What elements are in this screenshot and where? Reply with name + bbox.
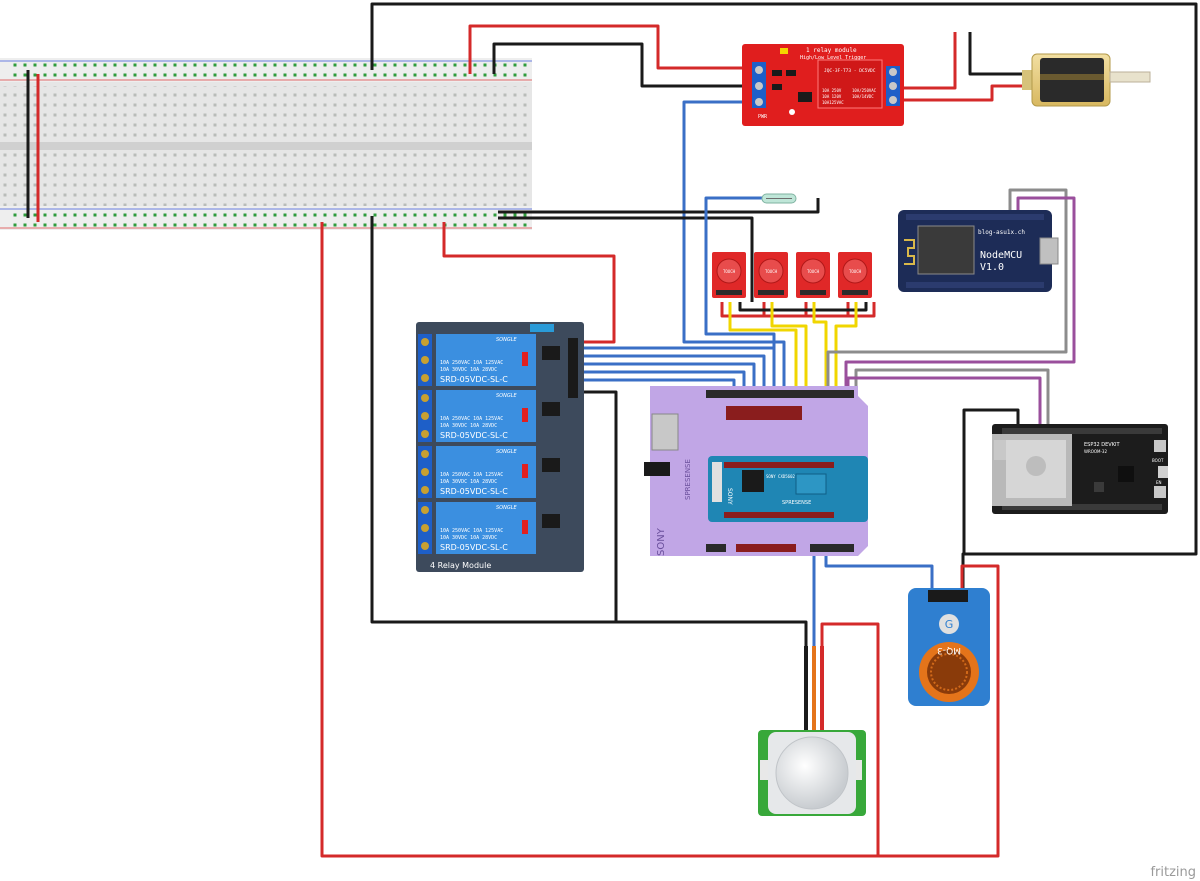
wire-relay4-in2 bbox=[576, 354, 766, 396]
wire-relay1-out-red bbox=[900, 32, 957, 90]
wire-relay1-in-blue bbox=[682, 100, 786, 396]
nodemcu-board: blog-asu1x.ch NodeMCU V1.0 bbox=[898, 210, 1059, 292]
touch-sensor-1: TOUCH bbox=[712, 252, 746, 298]
wire-bb-black-down bbox=[370, 216, 808, 646]
mq3-label: MQ-3 bbox=[937, 645, 961, 655]
relay-module-single: 1 relay module High/Low Level Trigger JQ… bbox=[742, 44, 904, 126]
wires bbox=[26, 2, 1198, 858]
wire-mq3-blue bbox=[824, 548, 934, 592]
esp32-devkit: ESP32 DEVKIT WROOM-32 BOOT EN bbox=[992, 424, 1168, 514]
wire-relay1-black bbox=[492, 42, 755, 88]
touch-label-2: TOUCH bbox=[765, 269, 778, 274]
relay4-line2-4: 10A 30VDC 10A 28VDC bbox=[440, 535, 497, 541]
wire-touch-red-bus bbox=[720, 302, 876, 318]
wire-relay1-red bbox=[468, 24, 755, 74]
wire-solenoid-red bbox=[900, 84, 1036, 102]
relay4-brand-2: SONGLE bbox=[496, 393, 518, 399]
nodemcu-url: blog-asu1x.ch bbox=[978, 229, 1025, 236]
nodemcu-version: V1.0 bbox=[980, 262, 1004, 273]
touch-sensor-2: TOUCH bbox=[754, 252, 788, 298]
esp32-name: ESP32 DEVKIT bbox=[1084, 442, 1120, 448]
wire-touch-sig1 bbox=[728, 302, 798, 396]
wire-pir-red bbox=[820, 622, 880, 856]
relay1-spec-right-1: 10A/14VDC bbox=[852, 94, 874, 99]
wire-touch-sig3 bbox=[812, 302, 828, 396]
relay4-model-4: SRD-05VDC-SL-C bbox=[440, 543, 508, 552]
wire-purple-esp32 bbox=[846, 376, 1042, 428]
relay4-channel-4: SONGLE 10A 250VAC 10A 125VAC 10A 30VDC 1… bbox=[418, 502, 560, 554]
wire-touch-black-bus bbox=[738, 302, 868, 312]
spresense-brand: SPRESENSE bbox=[684, 459, 692, 500]
relay4-line2-2: 10A 30VDC 10A 28VDC bbox=[440, 423, 497, 429]
relay1-pwr-label: PWR bbox=[758, 114, 768, 120]
relay4-model-2: SRD-05VDC-SL-C bbox=[440, 431, 508, 440]
wire-bb-red-relay4 bbox=[442, 222, 616, 344]
spresense-chip: SONY CXD5602 bbox=[766, 474, 795, 479]
wire-black-frame bbox=[370, 2, 1198, 592]
relay1-spec-left-2: 10A125VAC bbox=[822, 100, 844, 105]
relay4-brand-4: SONGLE bbox=[496, 505, 518, 511]
wire-relay1-out-black bbox=[968, 32, 1036, 76]
relay1-spec-left-0: 10A 250V bbox=[822, 88, 842, 93]
relay4-brand-3: SONGLE bbox=[496, 449, 518, 455]
relay4-brand-1: SONGLE bbox=[496, 337, 518, 343]
pir-sensor bbox=[758, 646, 866, 816]
reed-switch bbox=[761, 193, 797, 204]
mq3-sensor: G MQ-3 bbox=[908, 588, 990, 706]
esp32-sub: WROOM-32 bbox=[1084, 449, 1107, 454]
wire-gray-esp32 bbox=[854, 368, 1050, 428]
relay4-line2-1: 10A 30VDC 10A 28VDC bbox=[440, 367, 497, 373]
wire-bb-black-right bbox=[498, 198, 820, 214]
mq3-logo: G bbox=[945, 618, 954, 631]
spresense-sony-main: SONY bbox=[726, 488, 733, 505]
relay1-spec-right-0: 10A/250VAC bbox=[852, 88, 877, 93]
relay4-channel-2: SONGLE 10A 250VAC 10A 125VAC 10A 30VDC 1… bbox=[418, 390, 560, 442]
relay4-line1-2: 10A 250VAC 10A 125VAC bbox=[440, 416, 503, 422]
touch-sensor-3: TOUCH bbox=[796, 252, 830, 298]
touch-sensor-4: TOUCH bbox=[838, 252, 872, 298]
wire-purple-nodemcu bbox=[844, 196, 1076, 396]
spresense-subbrand: SPRESENSE bbox=[782, 500, 811, 506]
relay4-model-1: SRD-05VDC-SL-C bbox=[440, 375, 508, 384]
wire-gray-nodemcu bbox=[826, 188, 1068, 396]
wire-red-loop bbox=[320, 222, 1000, 858]
spresense-board: SPRESENSE SONY SONY CXD5602 SPRESENSE SO… bbox=[644, 386, 868, 556]
nodemcu-name: NodeMCU bbox=[980, 250, 1022, 261]
relay4-line2-3: 10A 30VDC 10A 28VDC bbox=[440, 479, 497, 485]
relay1-spec-left-1: 10A 120V bbox=[822, 94, 842, 99]
solenoid-lock bbox=[1022, 53, 1151, 107]
breadboard bbox=[0, 58, 532, 230]
touch-label-4: TOUCH bbox=[849, 269, 862, 274]
wire-touch-sig4 bbox=[834, 302, 858, 396]
wire-touch-sig2 bbox=[770, 302, 808, 396]
relay4-line1-3: 10A 250VAC 10A 125VAC bbox=[440, 472, 503, 478]
touch-label-1: TOUCH bbox=[723, 269, 736, 274]
esp32-en: EN bbox=[1156, 480, 1162, 485]
esp32-boot: BOOT bbox=[1152, 458, 1164, 463]
wire-relay4-black bbox=[576, 390, 618, 622]
relay1-subtitle: High/Low Level Trigger bbox=[800, 55, 866, 61]
relay4-line1-1: 10A 250VAC 10A 125VAC bbox=[440, 360, 503, 366]
wire-bb-black-2 bbox=[498, 216, 754, 302]
relay4-channel-3: SONGLE 10A 250VAC 10A 125VAC 10A 30VDC 1… bbox=[418, 446, 560, 498]
relay4-channel-1: SONGLE 10A 250VAC 10A 125VAC 10A 30VDC 1… bbox=[418, 334, 560, 386]
wire-relay4-in3 bbox=[576, 362, 756, 396]
touch-sensors: TOUCH TOUCH TOUCH TOUCH bbox=[712, 252, 872, 298]
spresense-sony: SONY bbox=[656, 527, 667, 556]
touch-label-3: TOUCH bbox=[807, 269, 820, 274]
watermark: fritzing bbox=[1150, 865, 1196, 880]
relay1-model: JQC-3F-T73 - DC5VDC bbox=[824, 68, 876, 74]
relay1-title: 1 relay module bbox=[806, 47, 857, 54]
relay4-line1-4: 10A 250VAC 10A 125VAC bbox=[440, 528, 503, 534]
relay4-model-3: SRD-05VDC-SL-C bbox=[440, 487, 508, 496]
relay4-label: 4 Relay Module bbox=[430, 561, 491, 570]
wire-relay4-in1 bbox=[576, 346, 776, 396]
wire-esp32-black bbox=[962, 408, 1020, 554]
relay-module-4ch: SONGLE 10A 250VAC 10A 125VAC 10A 30VDC 1… bbox=[416, 322, 584, 572]
